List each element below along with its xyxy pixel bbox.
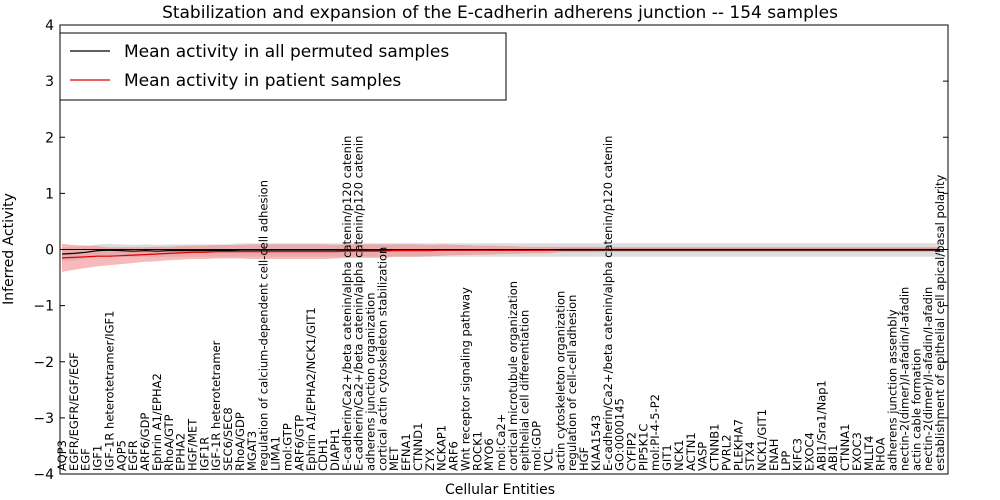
x-tick-label: E-cadherin/Ca2+/beta catenin/alpha caten…: [601, 136, 615, 471]
x-tick-label: mol:GTP: [280, 423, 294, 471]
x-tick-label: AQP3: [55, 440, 69, 471]
x-tick-label: AQP5: [114, 440, 128, 471]
x-tick-label: establishment of epithelial cell apical/…: [933, 175, 947, 471]
x-tick-label: ENAH: [767, 439, 781, 471]
x-tick-label: adherens junction organization: [364, 293, 378, 471]
x-tick-label: DIAPH1: [328, 428, 342, 471]
x-tick-label: mol:Ca2+: [494, 414, 508, 471]
x-tick-label: CYFIP2: [625, 432, 639, 471]
series-band-1: [62, 243, 940, 272]
x-tick-label: CTNNB1: [708, 424, 722, 471]
x-tick-label: ABI1: [826, 445, 840, 471]
x-tick-label: LPP: [779, 451, 793, 471]
y-tick-label: −4: [33, 467, 54, 483]
x-tick-label: ARF6/GTP: [292, 415, 306, 471]
x-tick-label: E-cadherin/Ca2+/beta catenin/alpha caten…: [340, 136, 354, 471]
y-tick-label: 3: [45, 74, 54, 90]
x-tick-label: RhoA/GDP: [233, 412, 247, 471]
x-tick-label: MYO6: [482, 438, 496, 471]
x-tick-label: HGF/MET: [186, 418, 200, 471]
x-tick-label: GO:0000145: [613, 398, 627, 471]
x-tick-label: cortical actin cytoskeleton stabilizatio…: [375, 247, 389, 471]
x-tick-label: RHOA: [874, 438, 888, 471]
x-tick-label: IGF-1R heterotetramer/IGF1: [103, 311, 117, 471]
x-tick-label: Ephrin A1/EPHA2/NCK1/GIT1: [304, 307, 318, 471]
x-tick-label: EXOC3: [850, 432, 864, 471]
x-tick-label: EFNA1: [399, 433, 413, 471]
x-tick-label: cortical microtubule organization: [506, 281, 520, 471]
x-tick-label: EGF: [79, 448, 93, 471]
x-tick-label: VCL: [542, 448, 556, 471]
legend: Mean activity in all permuted samples Me…: [59, 32, 507, 101]
x-tick-label: PLEKHA7: [731, 419, 745, 471]
x-tick-label: ACTN1: [684, 432, 698, 471]
x-tick-label: ZYX: [423, 448, 437, 471]
x-tick-label: PVRL2: [719, 434, 733, 471]
x-tick-label: EGFR: [126, 440, 140, 471]
x-tick-label: GIT1: [660, 444, 674, 471]
x-tick-label: actin cytoskeleton organization: [553, 291, 567, 471]
x-tick-label: CTNND1: [411, 423, 425, 471]
chart-title: Stabilization and expansion of the E-cad…: [162, 3, 838, 23]
x-tick-label: VASP: [696, 442, 710, 471]
x-tick-label: actin cable formation: [909, 348, 923, 471]
x-tick-label: epithelial cell differentiation: [518, 310, 532, 471]
x-tick-label: ROCK1: [470, 431, 484, 471]
x-tick-label: CDH1: [316, 438, 330, 471]
x-tick-label: RhoA/GTP: [162, 414, 176, 471]
x-tick-label: IGF1R: [197, 437, 211, 471]
x-tick-label: MLLT4: [862, 436, 876, 472]
x-tick-label: HGF: [577, 447, 591, 471]
y-tick-label: 1: [45, 186, 54, 202]
x-tick-label: ABI1/Sra1/Nap1: [814, 380, 828, 471]
x-tick-label: IGF-1R heterotetramer: [209, 340, 223, 471]
x-tick-label: EXOC4: [803, 432, 817, 471]
x-tick-label: IGF1: [91, 445, 105, 471]
x-tick-label: regulation of cell-cell adhesion: [565, 295, 579, 471]
x-axis-label: Cellular Entities: [445, 482, 555, 498]
x-tick-label: E-cadherin/Ca2+/beta catenin/alpha caten…: [352, 136, 366, 471]
x-tick-label: Wnt receptor signaling pathway: [458, 287, 472, 471]
x-tick-label: adherens junction assembly: [886, 309, 900, 471]
x-tick-label: Ephrin A1/EPHA2: [150, 373, 164, 471]
x-tick-label: CTNNA1: [838, 424, 852, 471]
x-tick-label: STX4: [743, 441, 757, 471]
x-tick-label: mol:GDP: [530, 421, 544, 471]
y-tick-label: 0: [45, 243, 54, 259]
x-tick-label: NCKAP1: [435, 425, 449, 471]
legend-label-permuted: Mean activity in all permuted samples: [124, 42, 449, 62]
legend-label-patient: Mean activity in patient samples: [124, 71, 401, 91]
y-tick-label: 2: [45, 130, 54, 146]
x-tick-label: KIAA1543: [589, 415, 603, 471]
x-tick-label: mol:PI-4-5-P2: [648, 394, 662, 471]
x-tick-label: ARF6: [447, 441, 461, 471]
x-tick-label: nectin-2(dimer)/I-afadin/I-afadin: [897, 287, 911, 471]
y-tick-label: −3: [33, 411, 54, 427]
plot-frame: [59, 24, 949, 475]
x-tick-label: PIP5K1C: [636, 424, 650, 471]
x-tick-label: MGAT3: [245, 431, 259, 471]
y-axis-label: Inferred Activity: [1, 193, 17, 305]
x-tick-label: regulation of calcium-dependent cell-cel…: [257, 180, 271, 471]
x-tick-label: nectin-2(dimer)/I-afadin/I-afadin: [921, 287, 935, 471]
y-tick-label: 4: [45, 18, 54, 34]
y-tick-label: −1: [33, 299, 54, 315]
x-tick-label: KIFC3: [791, 438, 805, 471]
y-tick-label: −2: [33, 355, 54, 371]
x-tick-label: EGFR/EGFR/EGF/EGF: [67, 352, 81, 471]
x-tick-label: SEC6/SEC8: [221, 407, 235, 471]
x-tick-label: ARF6/GDP: [138, 413, 152, 471]
x-tick-label: LIMA1: [269, 436, 283, 471]
legend-box: [59, 32, 507, 101]
x-tick-label: EPHA2: [174, 433, 188, 471]
x-tick-label: MET: [387, 446, 401, 471]
x-tick-label: NCK1/GIT1: [755, 409, 769, 471]
x-tick-label: NCK1: [672, 440, 686, 472]
confidence-bands: [62, 243, 940, 272]
